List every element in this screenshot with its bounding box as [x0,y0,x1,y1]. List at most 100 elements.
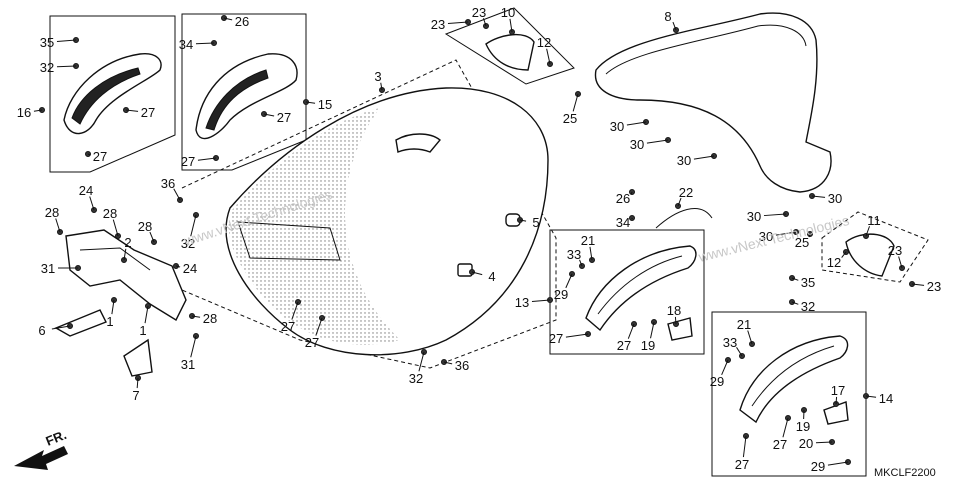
plate-6 [56,310,106,336]
callout-13: 13 [515,295,529,310]
callout-25: 25 [563,111,577,126]
callout-27: 27 [735,457,749,472]
leader-line-30 [694,156,714,159]
callout-30: 30 [828,191,842,206]
callout-24: 24 [79,183,93,198]
callout-23: 23 [927,279,941,294]
callout-35: 35 [40,35,54,50]
callout-27: 27 [549,331,563,346]
callout-28: 28 [103,206,117,221]
leader-line-23 [448,22,468,24]
leader-line-27 [566,334,588,337]
callout-29: 29 [554,287,568,302]
leader-line-30 [627,122,646,125]
callout-32: 32 [409,371,423,386]
callout-29: 29 [710,374,724,389]
callout-28: 28 [45,205,59,220]
leader-line-27 [783,418,788,437]
callout-26: 26 [616,191,630,206]
leader-line-33 [737,347,742,356]
callout-27: 27 [617,338,631,353]
callout-21: 21 [581,233,595,248]
leader-line-29 [566,274,572,288]
callout-12: 12 [827,255,841,270]
callout-1: 1 [106,314,113,329]
callout-22: 22 [679,185,693,200]
callout-32: 32 [801,299,815,314]
callout-3: 3 [374,69,381,84]
leader-line-30 [764,214,786,216]
callout-33: 33 [567,247,581,262]
rider-backrest-8 [595,13,830,192]
plate-7 [124,340,152,376]
callout-27: 27 [773,437,787,452]
callout-31: 31 [181,357,195,372]
callout-14: 14 [879,391,893,406]
callout-15: 15 [318,97,332,112]
callout-30: 30 [610,119,624,134]
callout-35: 35 [801,275,815,290]
callout-27: 27 [181,154,195,169]
leader-line-32 [419,352,424,371]
callout-32: 32 [40,60,54,75]
callout-27: 27 [277,110,291,125]
callout-27: 27 [305,335,319,350]
wire-22 [656,209,712,228]
callout-27: 27 [93,149,107,164]
callout-18: 18 [667,303,681,318]
cover-10 [486,35,534,70]
part-18 [668,318,692,340]
callout-23: 23 [472,5,486,20]
callout-16: 16 [17,105,31,120]
callout-24: 24 [183,261,197,276]
callout-8: 8 [664,9,671,24]
leader-line-27 [743,436,746,457]
callout-30: 30 [630,137,644,152]
front-direction-label: FR. [44,427,69,449]
callout-20: 20 [799,436,813,451]
diagram-code: MKCLF2200 [874,467,936,479]
leader-line-29 [828,462,848,465]
callout-5: 5 [532,215,539,230]
callout-34: 34 [179,37,193,52]
callout-36: 36 [455,358,469,373]
callout-23: 23 [888,243,902,258]
callout-6: 6 [38,323,45,338]
front-direction-arrow: FR. [14,427,69,470]
callout-30: 30 [747,209,761,224]
leader-line-31 [191,336,196,357]
leader-line-26 [631,192,632,194]
callout-27: 27 [141,105,155,120]
callout-33: 33 [723,335,737,350]
leader-line-28 [113,220,118,236]
leader-line-29 [722,360,728,375]
callout-4: 4 [488,269,495,284]
callout-19: 19 [641,338,655,353]
callout-26: 26 [235,14,249,29]
callout-31: 31 [41,261,55,276]
callout-23: 23 [431,17,445,32]
callout-17: 17 [831,383,845,398]
callout-21: 21 [737,317,751,332]
leader-line-27 [628,324,634,339]
callout-11: 11 [867,213,881,228]
callout-12: 12 [537,35,551,50]
callout-29: 29 [811,459,825,474]
callout-7: 7 [132,388,139,403]
callout-28: 28 [138,219,152,234]
callout-2: 2 [124,235,131,250]
leader-line-25 [573,94,578,111]
callout-1: 1 [139,323,146,338]
main-seat-3 [226,88,548,355]
callout-34: 34 [616,215,630,230]
callout-28: 28 [203,311,217,326]
callout-27: 27 [281,319,295,334]
leader-line-30 [647,140,668,143]
callout-30: 30 [677,153,691,168]
callout-36: 36 [161,176,175,191]
callout-10: 10 [501,5,515,20]
callout-19: 19 [796,419,810,434]
armrest-15 [196,54,297,139]
